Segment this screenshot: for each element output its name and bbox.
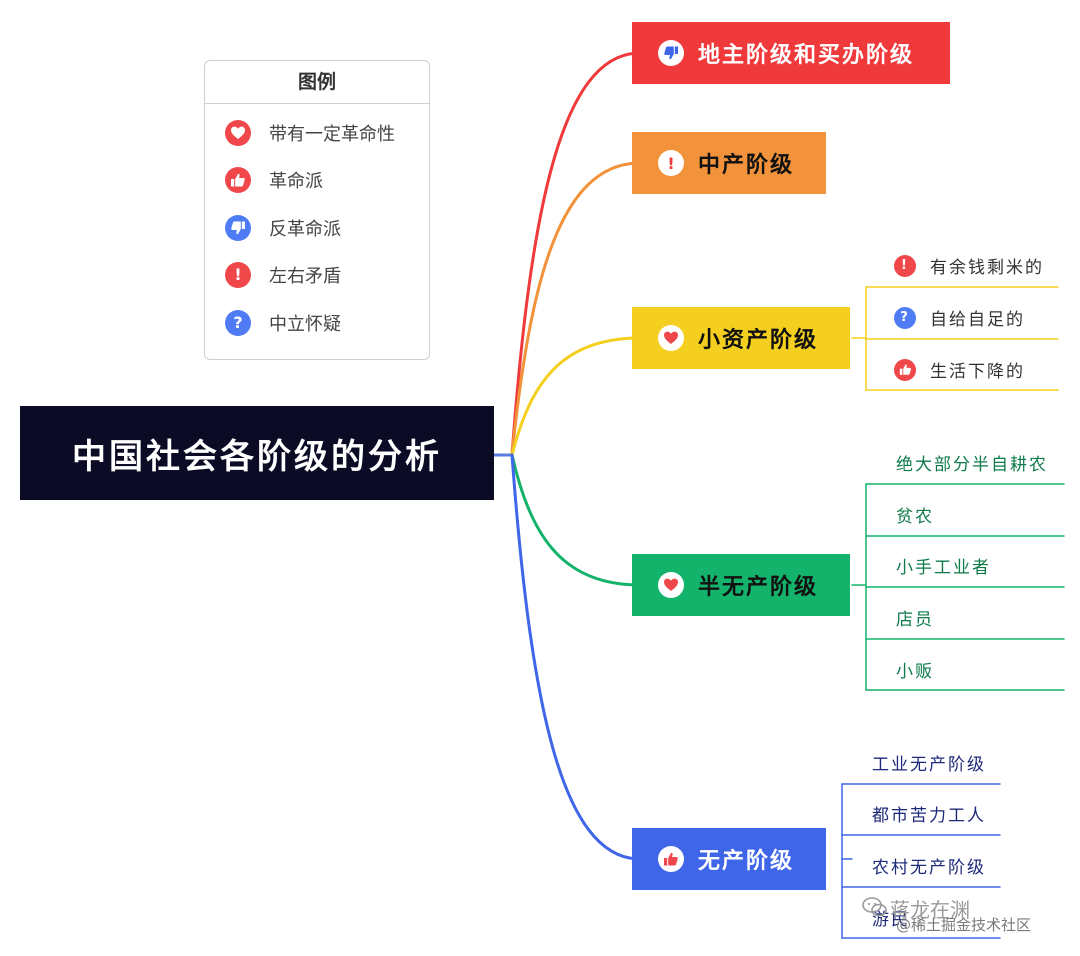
legend-label: 左右矛盾 [269,266,341,287]
subtopic-label: 都市苦力工人 [872,806,986,826]
thumbs-up-icon [658,846,684,872]
topic-proletariat[interactable]: 无产阶级 [632,828,826,890]
subtopic-label: 有余钱剩米的 [930,258,1044,278]
topic-label: 无产阶级 [698,849,795,874]
topic-label: 半无产阶级 [698,575,819,600]
thumbs-up-icon [225,167,251,193]
thumbs-down-icon [225,215,251,241]
legend-label: 反革命派 [269,219,341,240]
legend-label: 中立怀疑 [269,314,341,335]
watermark-community: @稀土掘金技术社区 [896,916,1032,934]
legend-item-exclamation: ! 左右矛盾 [225,260,341,290]
watermark: 蒋龙在渊 @稀土掘金技术社区 [862,894,1062,944]
watermark-author: 蒋龙在渊 [890,898,970,922]
thumbs-down-icon [658,40,684,66]
subtopic-surplus[interactable]: ! 有余钱剩米的 [894,253,1044,278]
exclamation-icon: ! [894,254,916,277]
subtopic-semi-owner-peasants[interactable]: 绝大部分半自耕农 [896,450,1048,475]
subtopic-peddlers[interactable]: 小贩 [896,657,934,682]
subtopic-label: 小贩 [896,662,934,682]
subtopic-poor-peasants[interactable]: 贫农 [896,502,934,527]
root-topic[interactable]: 中国社会各阶级的分析 [20,406,494,500]
connector-branch [510,453,642,861]
subtopic-label: 自给自足的 [930,310,1025,330]
legend-box: 图例 带有一定革命性 革命派 反革命派 ! 左右矛盾 ? 中立怀疑 [204,60,430,360]
legend-item-question: ? 中立怀疑 [225,308,341,338]
subtopic-label: 农村无产阶级 [872,858,986,878]
topic-landlord-comprador[interactable]: 地主阶级和买办阶级 [632,22,950,84]
topic-label: 地主阶级和买办阶级 [698,43,915,68]
legend-label: 带有一定革命性 [269,124,395,145]
question-icon: ? [894,306,916,329]
legend-item-thumbs-down: 反革命派 [225,213,341,243]
topic-middle-class[interactable]: ! 中产阶级 [632,132,826,194]
topic-label: 中产阶级 [698,153,795,178]
subtopic-label: 小手工业者 [896,558,991,578]
subtopic-shop-assistants[interactable]: 店员 [896,605,934,630]
subtopic-handicraftsmen[interactable]: 小手工业者 [896,553,991,578]
heart-icon [225,120,251,146]
legend-title: 图例 [205,61,429,104]
connector-branch [510,336,642,457]
exclamation-icon: ! [658,150,684,176]
topic-label: 小资产阶级 [698,328,819,353]
subtopic-industrial-proletariat[interactable]: 工业无产阶级 [872,750,986,775]
subtopic-self-sufficient[interactable]: ? 自给自足的 [894,305,1025,330]
subtopic-label: 工业无产阶级 [872,755,986,775]
exclamation-icon: ! [225,262,251,288]
topic-petty-bourgeoisie[interactable]: 小资产阶级 [632,307,850,369]
heart-icon [658,572,684,598]
legend-item-thumbs-up: 革命派 [225,165,323,195]
subtopic-label: 店员 [896,610,934,630]
legend-label: 革命派 [269,171,323,192]
topic-semi-proletariat[interactable]: 半无产阶级 [632,554,850,616]
subtopic-urban-coolies[interactable]: 都市苦力工人 [872,801,986,826]
thumbs-up-icon [894,358,916,381]
connector-branch [510,161,642,457]
connector-branch [510,453,642,587]
heart-icon [658,325,684,351]
question-icon: ? [225,310,251,336]
subtopic-label: 贫农 [896,507,934,527]
subtopic-label: 绝大部分半自耕农 [896,455,1048,475]
subtopic-rural-proletariat[interactable]: 农村无产阶级 [872,853,986,878]
legend-item-heart: 带有一定革命性 [225,118,395,148]
connector-branch [510,51,642,457]
subtopic-declining[interactable]: 生活下降的 [894,357,1025,382]
wechat-icon [862,897,887,917]
subtopic-label: 生活下降的 [930,362,1025,382]
